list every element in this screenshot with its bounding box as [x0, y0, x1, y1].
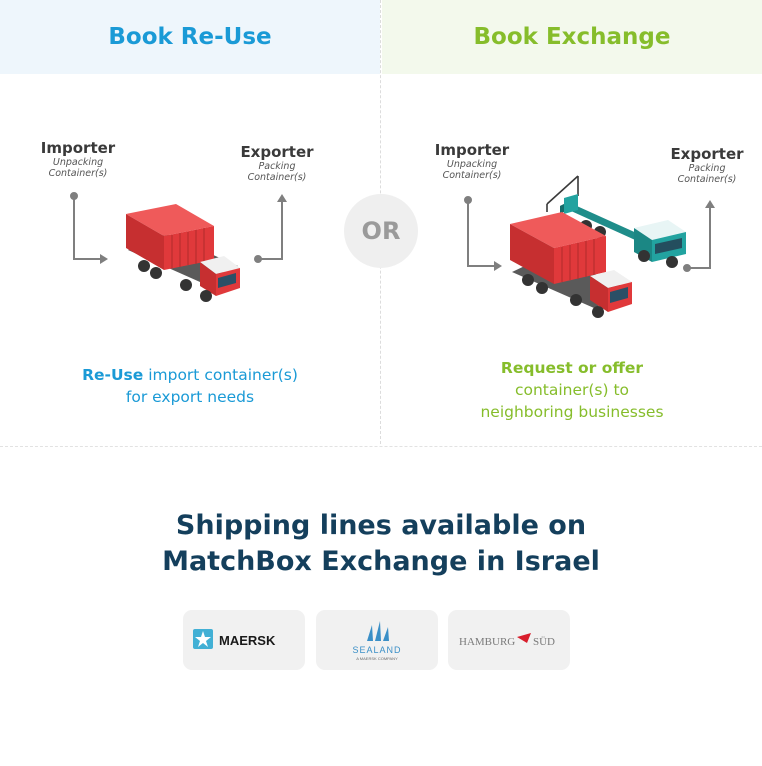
exporter-label-left: Exporter Packing Container(s): [230, 143, 324, 183]
book-exchange-title: Book Exchange: [382, 0, 762, 74]
exporter-sub2: Container(s): [247, 172, 307, 183]
crane-cable-icon: [546, 175, 579, 212]
importer-flow-arrow: [464, 196, 502, 271]
maersk-logo: MAERSK: [193, 629, 276, 649]
exporter-label-right: Exporter Packing Container(s): [660, 145, 754, 185]
reuse-caption: Re-Use import container(s) for export ne…: [0, 364, 380, 408]
importer-sub2: Container(s): [442, 170, 502, 181]
reuse-caption-line1: Re-Use import container(s): [0, 364, 380, 386]
exporter-sub1: Packing: [688, 163, 726, 174]
book-reuse-title: Book Re-Use: [0, 0, 380, 74]
red-container-truck-icon: [126, 204, 240, 302]
hamburg-sud-logo: HAMBURG SÜD: [459, 633, 555, 648]
reuse-caption-line2: for export needs: [125, 388, 255, 406]
exchange-illustration: [464, 175, 715, 318]
sud-wordmark: SÜD: [533, 636, 555, 648]
sealand-logo: SEALAND A MAERSK COMPANY: [352, 621, 401, 661]
importer-sub2: Container(s): [48, 168, 108, 179]
horizontal-divider: [0, 446, 762, 447]
exporter-flow-arrow: [254, 194, 287, 263]
book-exchange-panel: Book Exchange Importer Unpacking Contain…: [382, 0, 762, 444]
maersk-wordmark: MAERSK: [219, 633, 276, 648]
book-reuse-panel: Book Re-Use Importer Unpacking Container…: [0, 0, 380, 444]
reuse-caption-rest: import container(s): [143, 366, 298, 384]
teal-chassis-truck-icon: [560, 194, 686, 268]
sealand-subtitle: A MAERSK COMPANY: [356, 656, 398, 661]
red-container-truck-icon: [510, 212, 632, 318]
sealand-wordmark: SEALAND: [352, 645, 401, 655]
exporter-title: Exporter: [670, 145, 744, 163]
hamburg-sud-logo-card: HAMBURG SÜD: [448, 610, 570, 670]
exchange-caption: Request or offer container(s) to neighbo…: [382, 357, 762, 423]
reuse-illustration: [70, 192, 287, 302]
exporter-flow-arrow: [683, 200, 715, 272]
exporter-sub1: Packing: [258, 161, 296, 172]
hamburg-sud-flag-icon: [517, 633, 531, 643]
exchange-caption-line2: container(s) to: [514, 381, 630, 399]
importer-label-right: Importer Unpacking Container(s): [424, 141, 520, 181]
exchange-caption-line1: Request or offer: [500, 359, 644, 377]
hamburg-wordmark: HAMBURG: [459, 636, 515, 648]
importer-sub1: Unpacking: [52, 157, 104, 168]
sealand-sails-icon: [367, 621, 389, 641]
reuse-highlight: Re-Use: [82, 366, 144, 384]
importer-sub1: Unpacking: [446, 159, 498, 170]
sealand-logo-card: SEALAND A MAERSK COMPANY: [316, 610, 438, 670]
exporter-title: Exporter: [240, 143, 314, 161]
exporter-sub2: Container(s): [677, 174, 737, 185]
shipping-lines-heading-line1: Shipping lines available on: [175, 510, 587, 541]
shipping-lines-heading-line2: MatchBox Exchange in Israel: [162, 546, 600, 577]
importer-flow-arrow: [70, 192, 108, 264]
exchange-caption-line3: neighboring businesses: [480, 403, 664, 421]
or-badge: OR: [344, 194, 418, 268]
importer-label-left: Importer Unpacking Container(s): [30, 139, 126, 179]
maersk-logo-card: MAERSK: [183, 610, 305, 670]
importer-title: Importer: [40, 139, 116, 157]
shipping-lines-heading: Shipping lines available on MatchBox Exc…: [0, 508, 762, 580]
importer-title: Importer: [434, 141, 510, 159]
